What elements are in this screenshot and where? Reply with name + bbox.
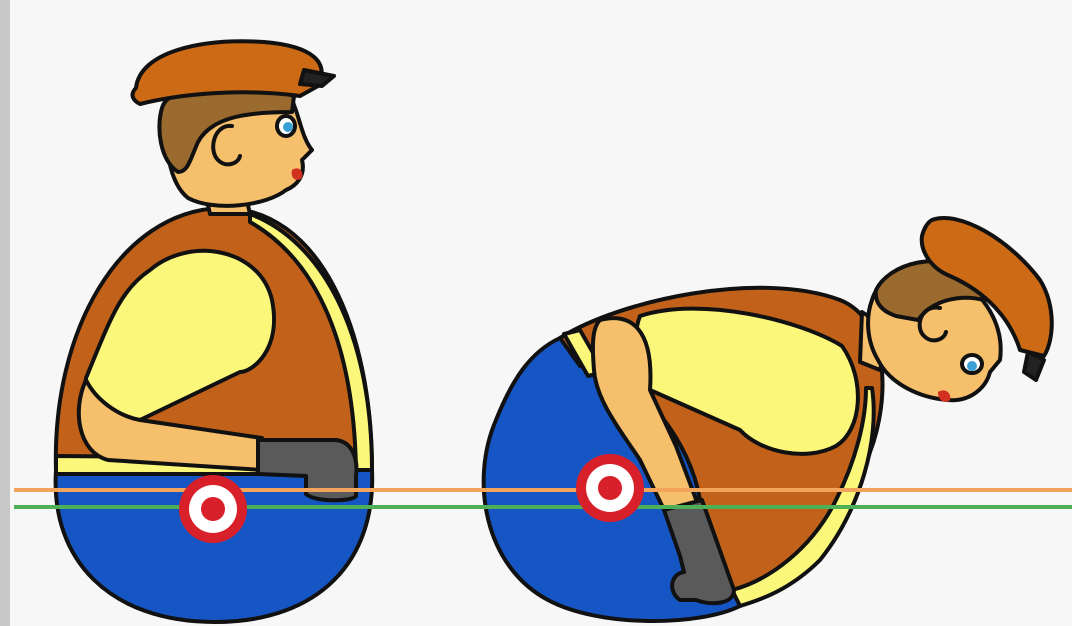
figure-bent [484, 218, 1052, 621]
upright-iris [283, 122, 293, 132]
center-of-mass-marker-bent [576, 454, 644, 522]
left-border [0, 0, 10, 626]
bent-iris [967, 361, 977, 371]
upright-cap-brim [300, 70, 334, 86]
center-of-mass-marker-upright [179, 475, 247, 543]
